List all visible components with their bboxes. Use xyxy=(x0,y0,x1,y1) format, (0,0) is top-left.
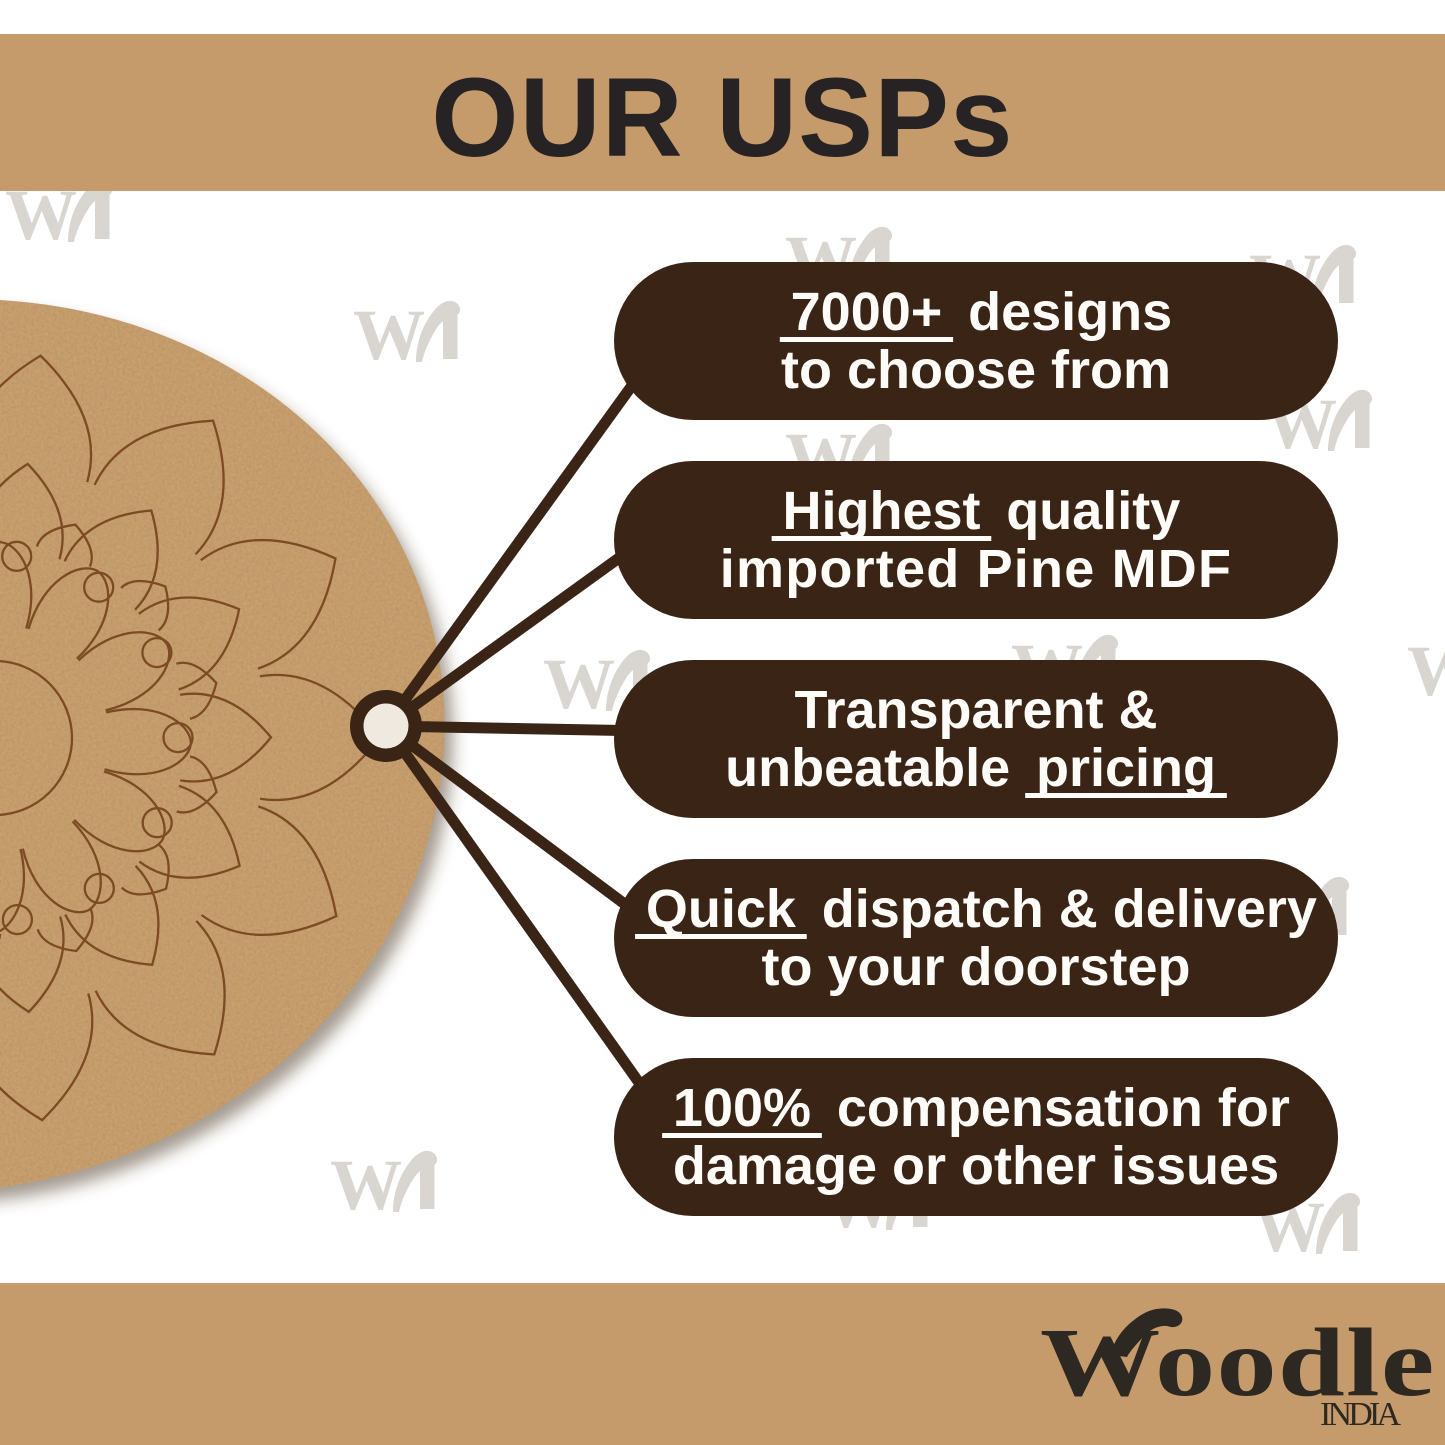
svg-text:INDIA: INDIA xyxy=(1320,1396,1404,1433)
svg-text:Woodle: Woodle xyxy=(1040,1309,1434,1416)
